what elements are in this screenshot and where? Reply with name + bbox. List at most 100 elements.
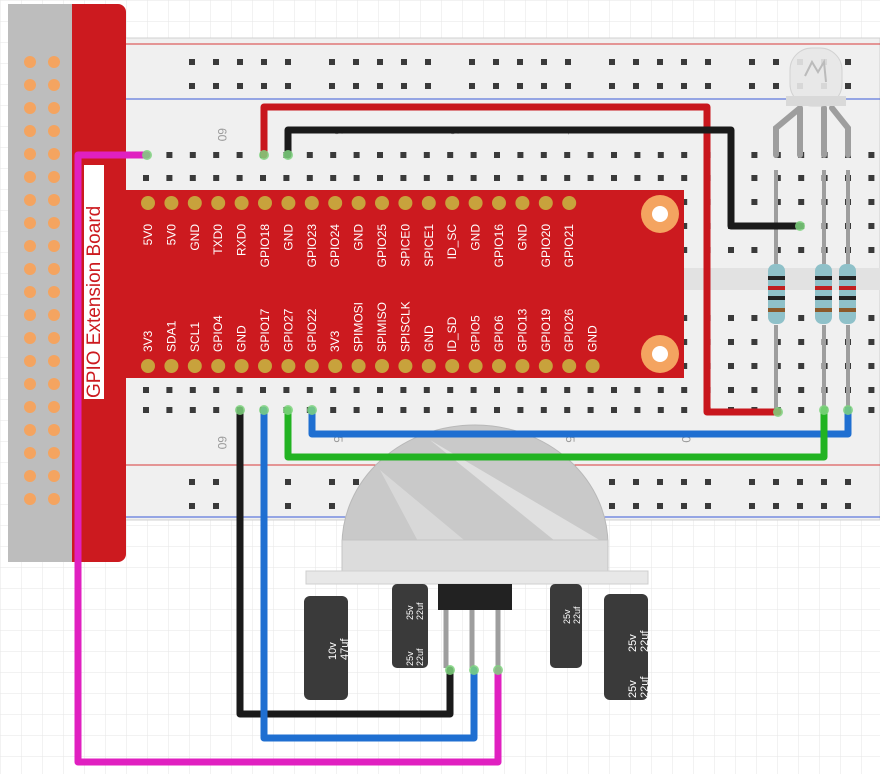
- header-pin: [48, 424, 60, 436]
- pin-pad: [281, 196, 296, 210]
- breadboard-hole: [425, 59, 431, 65]
- breadboard-hole: [400, 152, 407, 158]
- capacitor: 25v 22uf 25v 22uf: [392, 584, 428, 668]
- breadboard-hole: [845, 503, 851, 509]
- header-pin: [24, 401, 36, 413]
- wire-end: [493, 665, 503, 675]
- pin-pad: [398, 359, 413, 373]
- pin-pad: [164, 359, 179, 373]
- pin-pad: [538, 359, 553, 373]
- mount-hole-center: [652, 206, 668, 222]
- breadboard-hole: [587, 175, 594, 181]
- header-pins: [24, 56, 60, 505]
- breadboard-hole: [773, 59, 779, 65]
- wire-blue-gpio22: [308, 406, 852, 438]
- pin-pad: [585, 359, 600, 373]
- breadboard-hole: [751, 315, 758, 321]
- wire-end: [283, 405, 293, 415]
- breadboard-hole: [423, 152, 430, 158]
- board-title-background: [84, 165, 104, 399]
- breadboard-hole: [283, 387, 290, 393]
- pin-pad: [562, 196, 577, 210]
- breadboard-hole: [236, 387, 243, 393]
- capacitor-voltage: 25v: [562, 609, 572, 624]
- breadboard-hole: [329, 83, 335, 89]
- breadboard-hole: [423, 175, 430, 181]
- breadboard-hole: [213, 387, 220, 393]
- header-pin: [48, 447, 60, 459]
- pin-pad: [351, 196, 366, 210]
- breadboard-hole: [681, 175, 688, 181]
- pin-label: 3V3: [141, 330, 155, 352]
- column-number: 5: [331, 436, 345, 443]
- breadboard-hole: [681, 503, 687, 509]
- pin-label: GND: [586, 325, 600, 352]
- breadboard-hole: [749, 59, 755, 65]
- breadboard-hole: [540, 175, 547, 181]
- breadboard-hole: [728, 315, 734, 321]
- header-pin: [24, 424, 36, 436]
- pin-pad: [445, 196, 460, 210]
- header-pin: [24, 332, 36, 344]
- breadboard-hole: [329, 479, 335, 485]
- pin-label: SDA1: [164, 320, 178, 352]
- breadboard-hole: [797, 503, 803, 509]
- breadboard-hole: [681, 247, 688, 253]
- breadboard-hole: [469, 83, 475, 89]
- breadboard-hole: [609, 503, 615, 509]
- breadboard-hole: [587, 152, 594, 158]
- header-pin: [48, 217, 60, 229]
- pin-pad: [141, 196, 155, 210]
- capacitor-voltage: 25v: [405, 651, 415, 666]
- header-pin: [48, 378, 60, 390]
- resistor: [839, 264, 856, 324]
- breadboard-hole: [564, 152, 571, 158]
- pin-label: SPICE1: [422, 224, 436, 267]
- breadboard-hole: [236, 152, 243, 158]
- pin-pad: [375, 196, 389, 210]
- breadboard-hole: [166, 387, 173, 393]
- breadboard-hole: [306, 387, 313, 393]
- breadboard-hole: [705, 59, 711, 65]
- header-pin: [24, 56, 36, 68]
- column-number: 60: [215, 128, 229, 142]
- breadboard-hole: [213, 59, 219, 65]
- breadboard-hole: [751, 175, 758, 181]
- pin-label: SPIMOSI: [352, 302, 366, 352]
- header-pin: [48, 470, 60, 482]
- breadboard-hole: [494, 387, 500, 393]
- breadboard-hole: [657, 175, 664, 181]
- wire-blue-sensor-signal: [260, 406, 478, 742]
- pin-label: GPIO23: [305, 224, 319, 268]
- breadboard-hole: [751, 247, 758, 253]
- breadboard-hole: [749, 479, 755, 485]
- breadboard-hole: [260, 175, 266, 181]
- capacitor-capacitance: 47uf: [339, 638, 351, 660]
- breadboard-hole: [868, 339, 875, 345]
- pin-pad: [258, 196, 272, 210]
- pin-label: ID_SC: [445, 224, 459, 260]
- breadboard-hole: [353, 407, 360, 413]
- pin-label: GPIO21: [562, 224, 576, 268]
- breadboard-hole: [798, 407, 805, 413]
- breadboard-hole: [728, 339, 734, 345]
- pin-label: GPIO24: [328, 224, 342, 268]
- breadboard-hole: [798, 247, 805, 253]
- breadboard-hole: [657, 503, 663, 509]
- header-pin: [24, 240, 36, 252]
- breadboard-hole: [868, 247, 875, 253]
- breadboard-hole: [353, 83, 359, 89]
- breadboard-hole: [705, 479, 711, 485]
- breadboard-hole: [330, 152, 337, 158]
- breadboard-hole: [517, 83, 523, 89]
- header-pin: [24, 286, 36, 298]
- breadboard-hole: [329, 59, 335, 65]
- breadboard-hole: [285, 479, 291, 485]
- breadboard-hole: [517, 387, 524, 393]
- jumper-wires: [74, 103, 853, 766]
- pin-pad: [328, 359, 343, 373]
- breadboard-hole: [400, 407, 407, 413]
- breadboard-hole: [821, 503, 827, 509]
- breadboard-hole: [749, 83, 755, 89]
- capacitor-capacitance: 22uf: [572, 606, 582, 624]
